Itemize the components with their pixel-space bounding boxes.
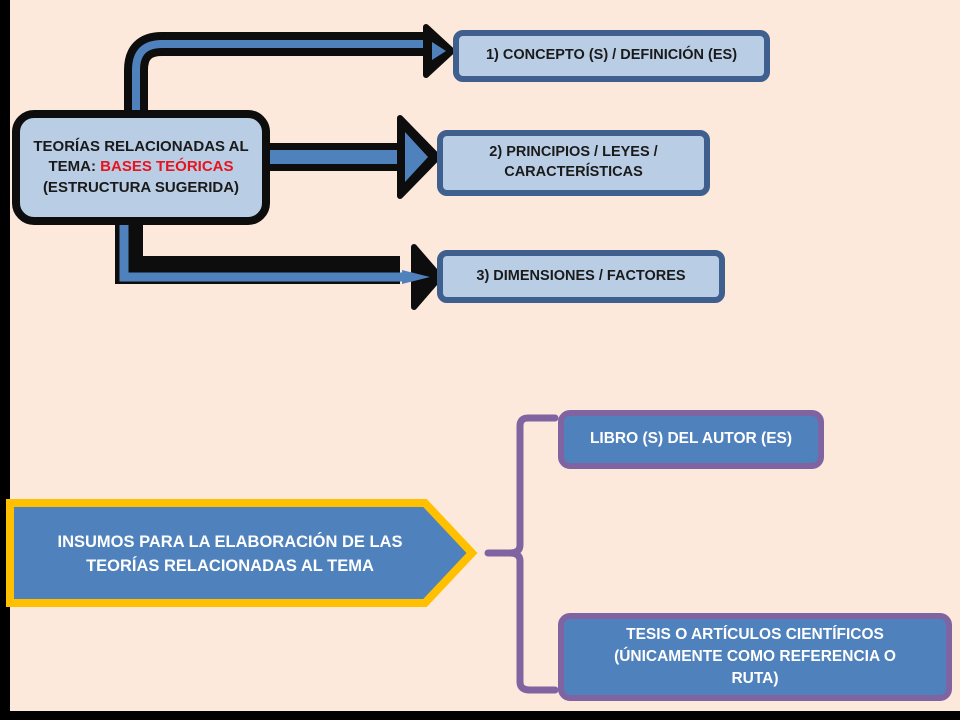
inputs-arrow-shape xyxy=(6,499,478,607)
source-box-libros: LIBRO (S) DEL AUTOR (ES) xyxy=(558,410,824,469)
main-topic-line3: (ESTRUCTURA SUGERIDA) xyxy=(42,178,240,196)
arrow-to-principios xyxy=(268,115,441,199)
inputs-box: INSUMOS PARA LA ELABORACIÓN DE LAS TEORÍ… xyxy=(20,513,440,597)
slide-frame-left xyxy=(0,0,10,720)
main-topic-box: TEORÍAS RELACIONADAS AL TEMA: BASES TEÓR… xyxy=(12,110,270,225)
source-label: TESIS O ARTÍCULOS CIENTÍFICOS (ÚNICAMENT… xyxy=(614,626,896,687)
main-topic-line2: TEMA: BASES TEÓRICAS xyxy=(33,157,248,177)
slide-frame-bottom xyxy=(0,711,960,720)
purple-brace xyxy=(484,414,559,694)
branch-label: 3) DIMENSIONES / FACTORES xyxy=(476,267,686,284)
branch-box-dimensiones: 3) DIMENSIONES / FACTORES xyxy=(437,250,725,303)
arrow-to-concepto xyxy=(124,24,455,112)
main-topic-highlight: BASES TEÓRICAS xyxy=(100,158,234,176)
inputs-label: INSUMOS PARA LA ELABORACIÓN DE LAS TEORÍ… xyxy=(57,533,403,575)
branch-label: 1) CONCEPTO (S) / DEFINICIÓN (ES) xyxy=(485,47,738,64)
branch-label: 2) PRINCIPIOS / LEYES / CARACTERÍSTICAS xyxy=(489,144,658,180)
main-topic-prefix: TEMA: xyxy=(48,158,101,176)
branch-box-principios: 2) PRINCIPIOS / LEYES / CARACTERÍSTICAS xyxy=(437,130,710,196)
branch-box-concepto: 1) CONCEPTO (S) / DEFINICIÓN (ES) xyxy=(453,30,770,82)
main-topic-line1: TEORÍAS RELACIONADAS AL xyxy=(33,138,249,156)
source-label: LIBRO (S) DEL AUTOR (ES) xyxy=(589,430,793,448)
source-box-tesis: TESIS O ARTÍCULOS CIENTÍFICOS (ÚNICAMENT… xyxy=(558,613,952,701)
arrow-to-dimensiones xyxy=(115,222,443,310)
